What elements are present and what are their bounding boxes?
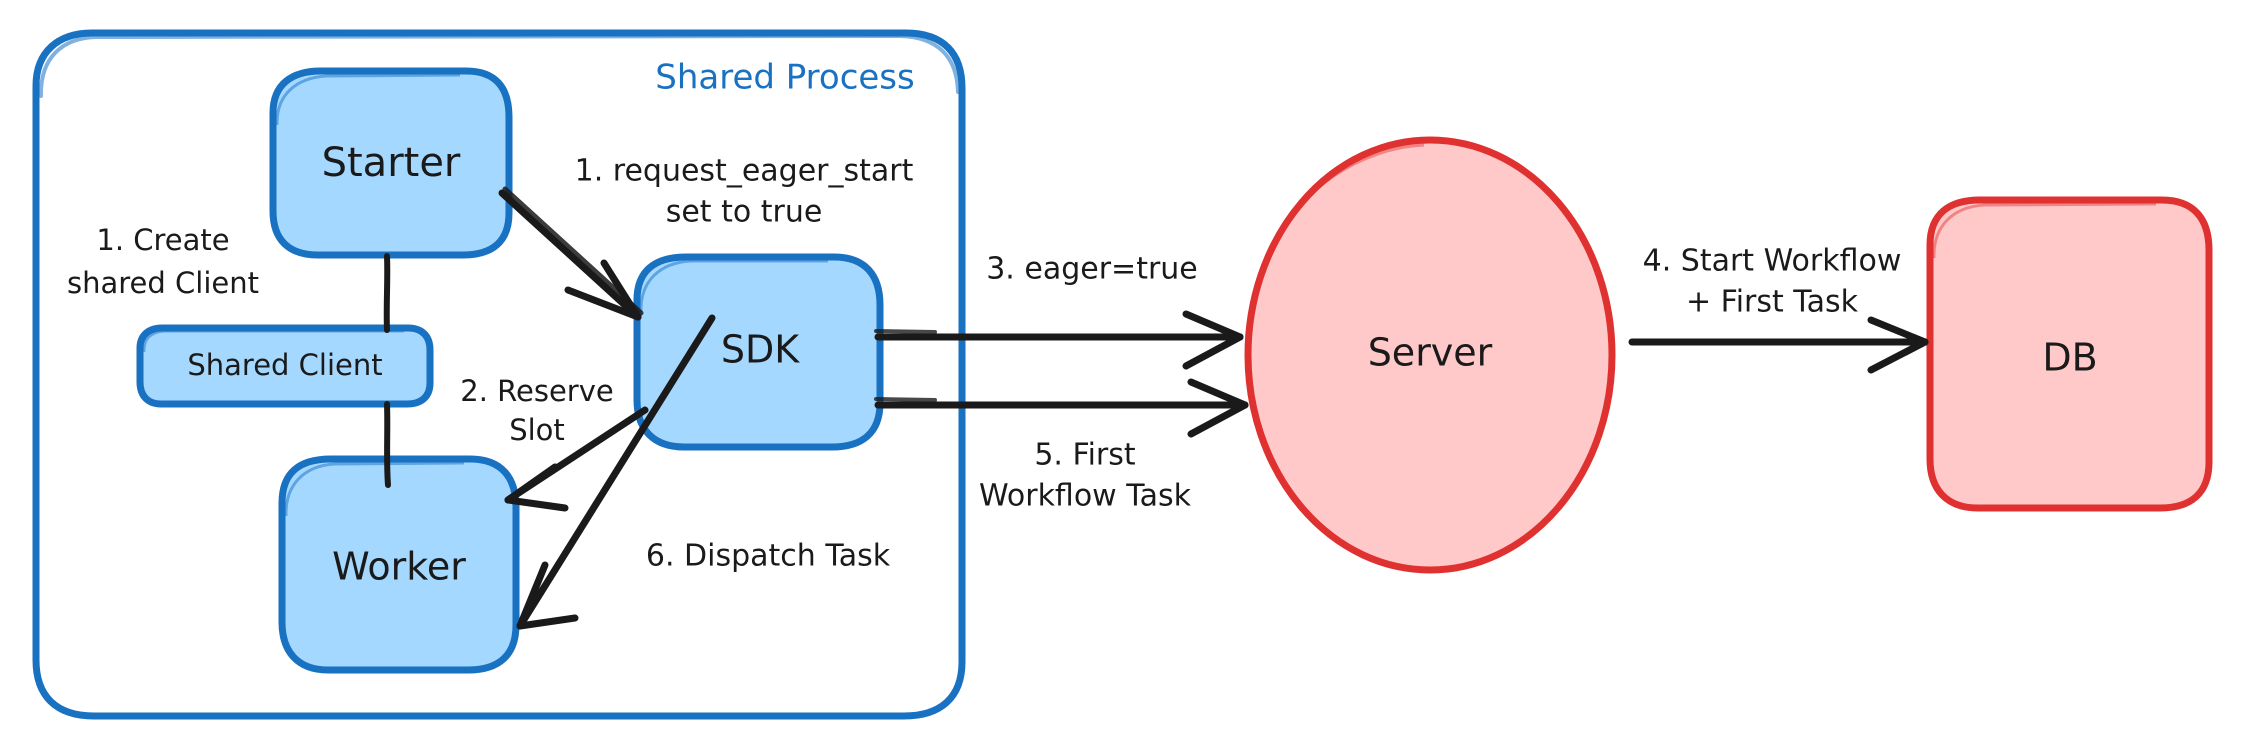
arrow-sdk-to-server-eager — [874, 310, 1244, 370]
shared-process-group: Shared Process — [32, 29, 966, 720]
label-dispatch-task: 6. Dispatch Task — [646, 539, 891, 574]
db-label: DB — [2042, 336, 2097, 380]
request-eager-start-line2: set to true — [666, 195, 823, 230]
arrow-sdk-to-server-first-task — [874, 378, 1249, 438]
label-create-shared-client: 1. Create shared Client — [67, 223, 259, 300]
node-worker[interactable]: Worker — [278, 455, 520, 674]
arrow-sdk-to-worker-reserve-slot — [504, 406, 649, 512]
request-eager-start-line1: 1. request_eager_start — [575, 154, 914, 189]
label-reserve-slot: 2. Reserve Slot — [460, 374, 613, 447]
create-shared-client-line1: 1. Create — [96, 223, 229, 257]
reserve-slot-line1: 2. Reserve — [460, 374, 613, 408]
node-sdk[interactable]: SDK — [633, 253, 884, 451]
worker-label: Worker — [332, 545, 466, 589]
server-label: Server — [1368, 331, 1493, 375]
shared-client-label: Shared Client — [187, 348, 382, 382]
node-starter[interactable]: Starter — [269, 67, 513, 259]
node-db[interactable]: DB — [1926, 196, 2213, 512]
arrow-sdk-to-worker-dispatch-task — [516, 314, 716, 630]
connector-shared-client-worker — [384, 401, 391, 488]
label-request-eager-start: 1. request_eager_start set to true — [575, 154, 914, 230]
connector-starter-shared-client — [383, 253, 391, 333]
label-start-workflow: 4. Start Workflow + First Task — [1643, 244, 1902, 320]
shared-process-label: Shared Process — [655, 58, 914, 98]
node-shared-client[interactable]: Shared Client — [136, 324, 434, 408]
node-server[interactable]: Server — [1244, 136, 1616, 574]
arrow-server-to-db — [1628, 316, 1929, 374]
start-workflow-line1: 4. Start Workflow — [1643, 244, 1902, 279]
reserve-slot-line2: Slot — [509, 413, 565, 447]
starter-label: Starter — [322, 140, 461, 186]
eager-true-text: 3. eager=true — [986, 252, 1198, 287]
create-shared-client-line2: shared Client — [67, 266, 259, 300]
arrow-starter-to-sdk — [498, 186, 644, 321]
start-workflow-line2: + First Task — [1686, 285, 1859, 320]
label-first-workflow-task: 5. First Workflow Task — [979, 438, 1192, 514]
first-workflow-task-line2: Workflow Task — [979, 479, 1192, 514]
label-eager-true: 3. eager=true — [986, 252, 1198, 287]
sdk-label: SDK — [721, 328, 800, 372]
first-workflow-task-line1: 5. First — [1034, 438, 1136, 473]
dispatch-task-text: 6. Dispatch Task — [646, 539, 891, 574]
